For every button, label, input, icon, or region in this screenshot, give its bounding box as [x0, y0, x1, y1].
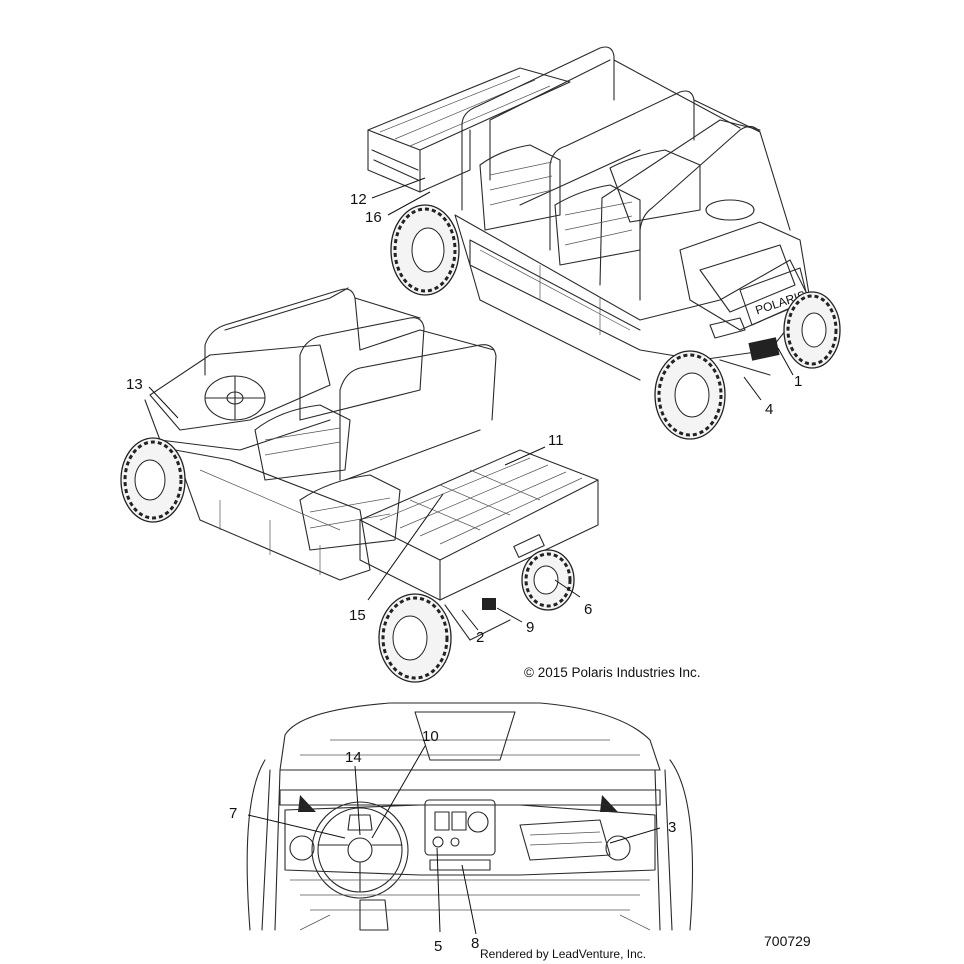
callout-5: 5: [434, 938, 442, 955]
callout-3: 3: [668, 819, 676, 836]
callout-2: 2: [476, 629, 484, 646]
callout-13: 13: [126, 376, 143, 393]
leader-lines: [148, 177, 794, 935]
callout-labels: 1 2 3 4 5 6 7 8 9 10 11 12 13 14 15 16: [126, 191, 802, 955]
copyright-text: © 2015 Polaris Industries Inc.: [524, 665, 701, 680]
callout-9: 9: [526, 619, 534, 636]
callout-12: 12: [350, 191, 367, 208]
callout-11: 11: [548, 432, 564, 449]
callout-8: 8: [471, 935, 479, 952]
part-number-text: 700729: [764, 933, 811, 949]
vehicle-rear-view: [120, 287, 599, 683]
dashboard-view: [246, 702, 693, 931]
callout-16: 16: [365, 209, 382, 226]
callout-6: 6: [584, 601, 592, 618]
callout-1: 1: [794, 373, 802, 390]
callout-4: 4: [765, 401, 773, 418]
callout-14: 14: [345, 749, 362, 766]
rendered-by-text: Rendered by LeadVenture, Inc.: [480, 947, 646, 961]
callout-10: 10: [422, 728, 439, 745]
callout-15: 15: [349, 607, 366, 624]
callout-7: 7: [229, 805, 237, 822]
vehicle-front-view: POLARIS: [367, 46, 841, 440]
